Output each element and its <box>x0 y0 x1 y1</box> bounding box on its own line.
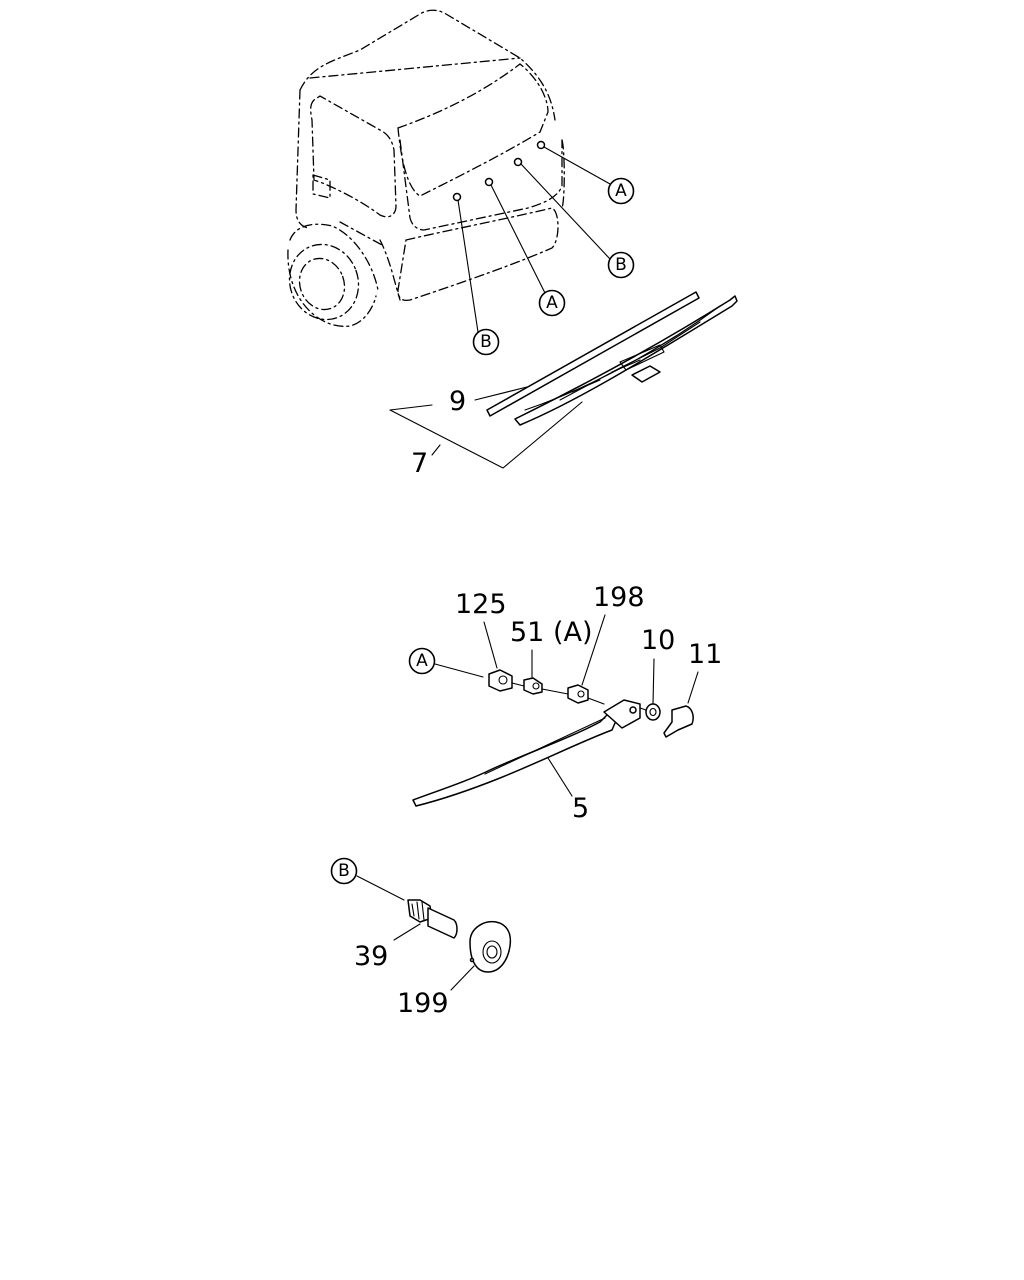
nut-125 <box>488 669 513 692</box>
callout-a-top-1: A <box>607 177 635 205</box>
bushing-198 <box>567 684 589 704</box>
wiper-blade <box>514 295 738 426</box>
svg-text:A: A <box>546 293 558 313</box>
mounting-holes <box>452 140 611 333</box>
svg-text:198: 198 <box>593 582 645 613</box>
svg-text:199: 199 <box>397 988 449 1019</box>
svg-text:B: B <box>615 255 627 275</box>
svg-text:A: A <box>416 651 428 671</box>
shaft-39 <box>407 899 458 939</box>
callout-b-motor: B <box>330 857 405 901</box>
label-part-5: 5 <box>547 757 589 824</box>
svg-text:11: 11 <box>688 639 722 670</box>
svg-text:A: A <box>615 181 627 201</box>
wiper-arm <box>412 699 641 807</box>
washer-51 <box>523 677 543 695</box>
label-part-10: 10 <box>641 625 675 705</box>
callout-a-top-2: A <box>538 289 566 317</box>
label-part-9: 9 <box>449 386 528 417</box>
svg-text:7: 7 <box>411 448 428 479</box>
svg-text:B: B <box>480 332 492 352</box>
svg-text:51 (A): 51 (A) <box>510 617 592 648</box>
washer-10 <box>645 703 661 721</box>
callout-b-top-2: B <box>472 328 500 356</box>
svg-text:125: 125 <box>455 589 507 620</box>
svg-text:B: B <box>338 861 350 881</box>
label-part-7: 7 <box>411 444 441 479</box>
assembly-axis <box>511 682 647 711</box>
wiper-rubber-refill <box>486 291 700 417</box>
svg-text:5: 5 <box>572 793 589 824</box>
label-part-39: 39 <box>354 923 421 972</box>
callout-b-top-1: B <box>607 251 635 279</box>
cap-11 <box>663 705 694 738</box>
svg-text:39: 39 <box>354 941 388 972</box>
assembly-bracket-7 <box>389 401 583 469</box>
label-part-11: 11 <box>687 639 722 704</box>
callout-a-arm: A <box>408 647 484 678</box>
vehicle-outline <box>287 9 565 327</box>
label-part-51a: 51 (A) <box>510 617 592 678</box>
label-part-198: 198 <box>581 582 645 686</box>
svg-text:10: 10 <box>641 625 675 656</box>
label-part-125: 125 <box>455 589 507 669</box>
label-part-199: 199 <box>397 965 475 1019</box>
nut-199 <box>469 920 512 973</box>
svg-text:9: 9 <box>449 386 466 417</box>
